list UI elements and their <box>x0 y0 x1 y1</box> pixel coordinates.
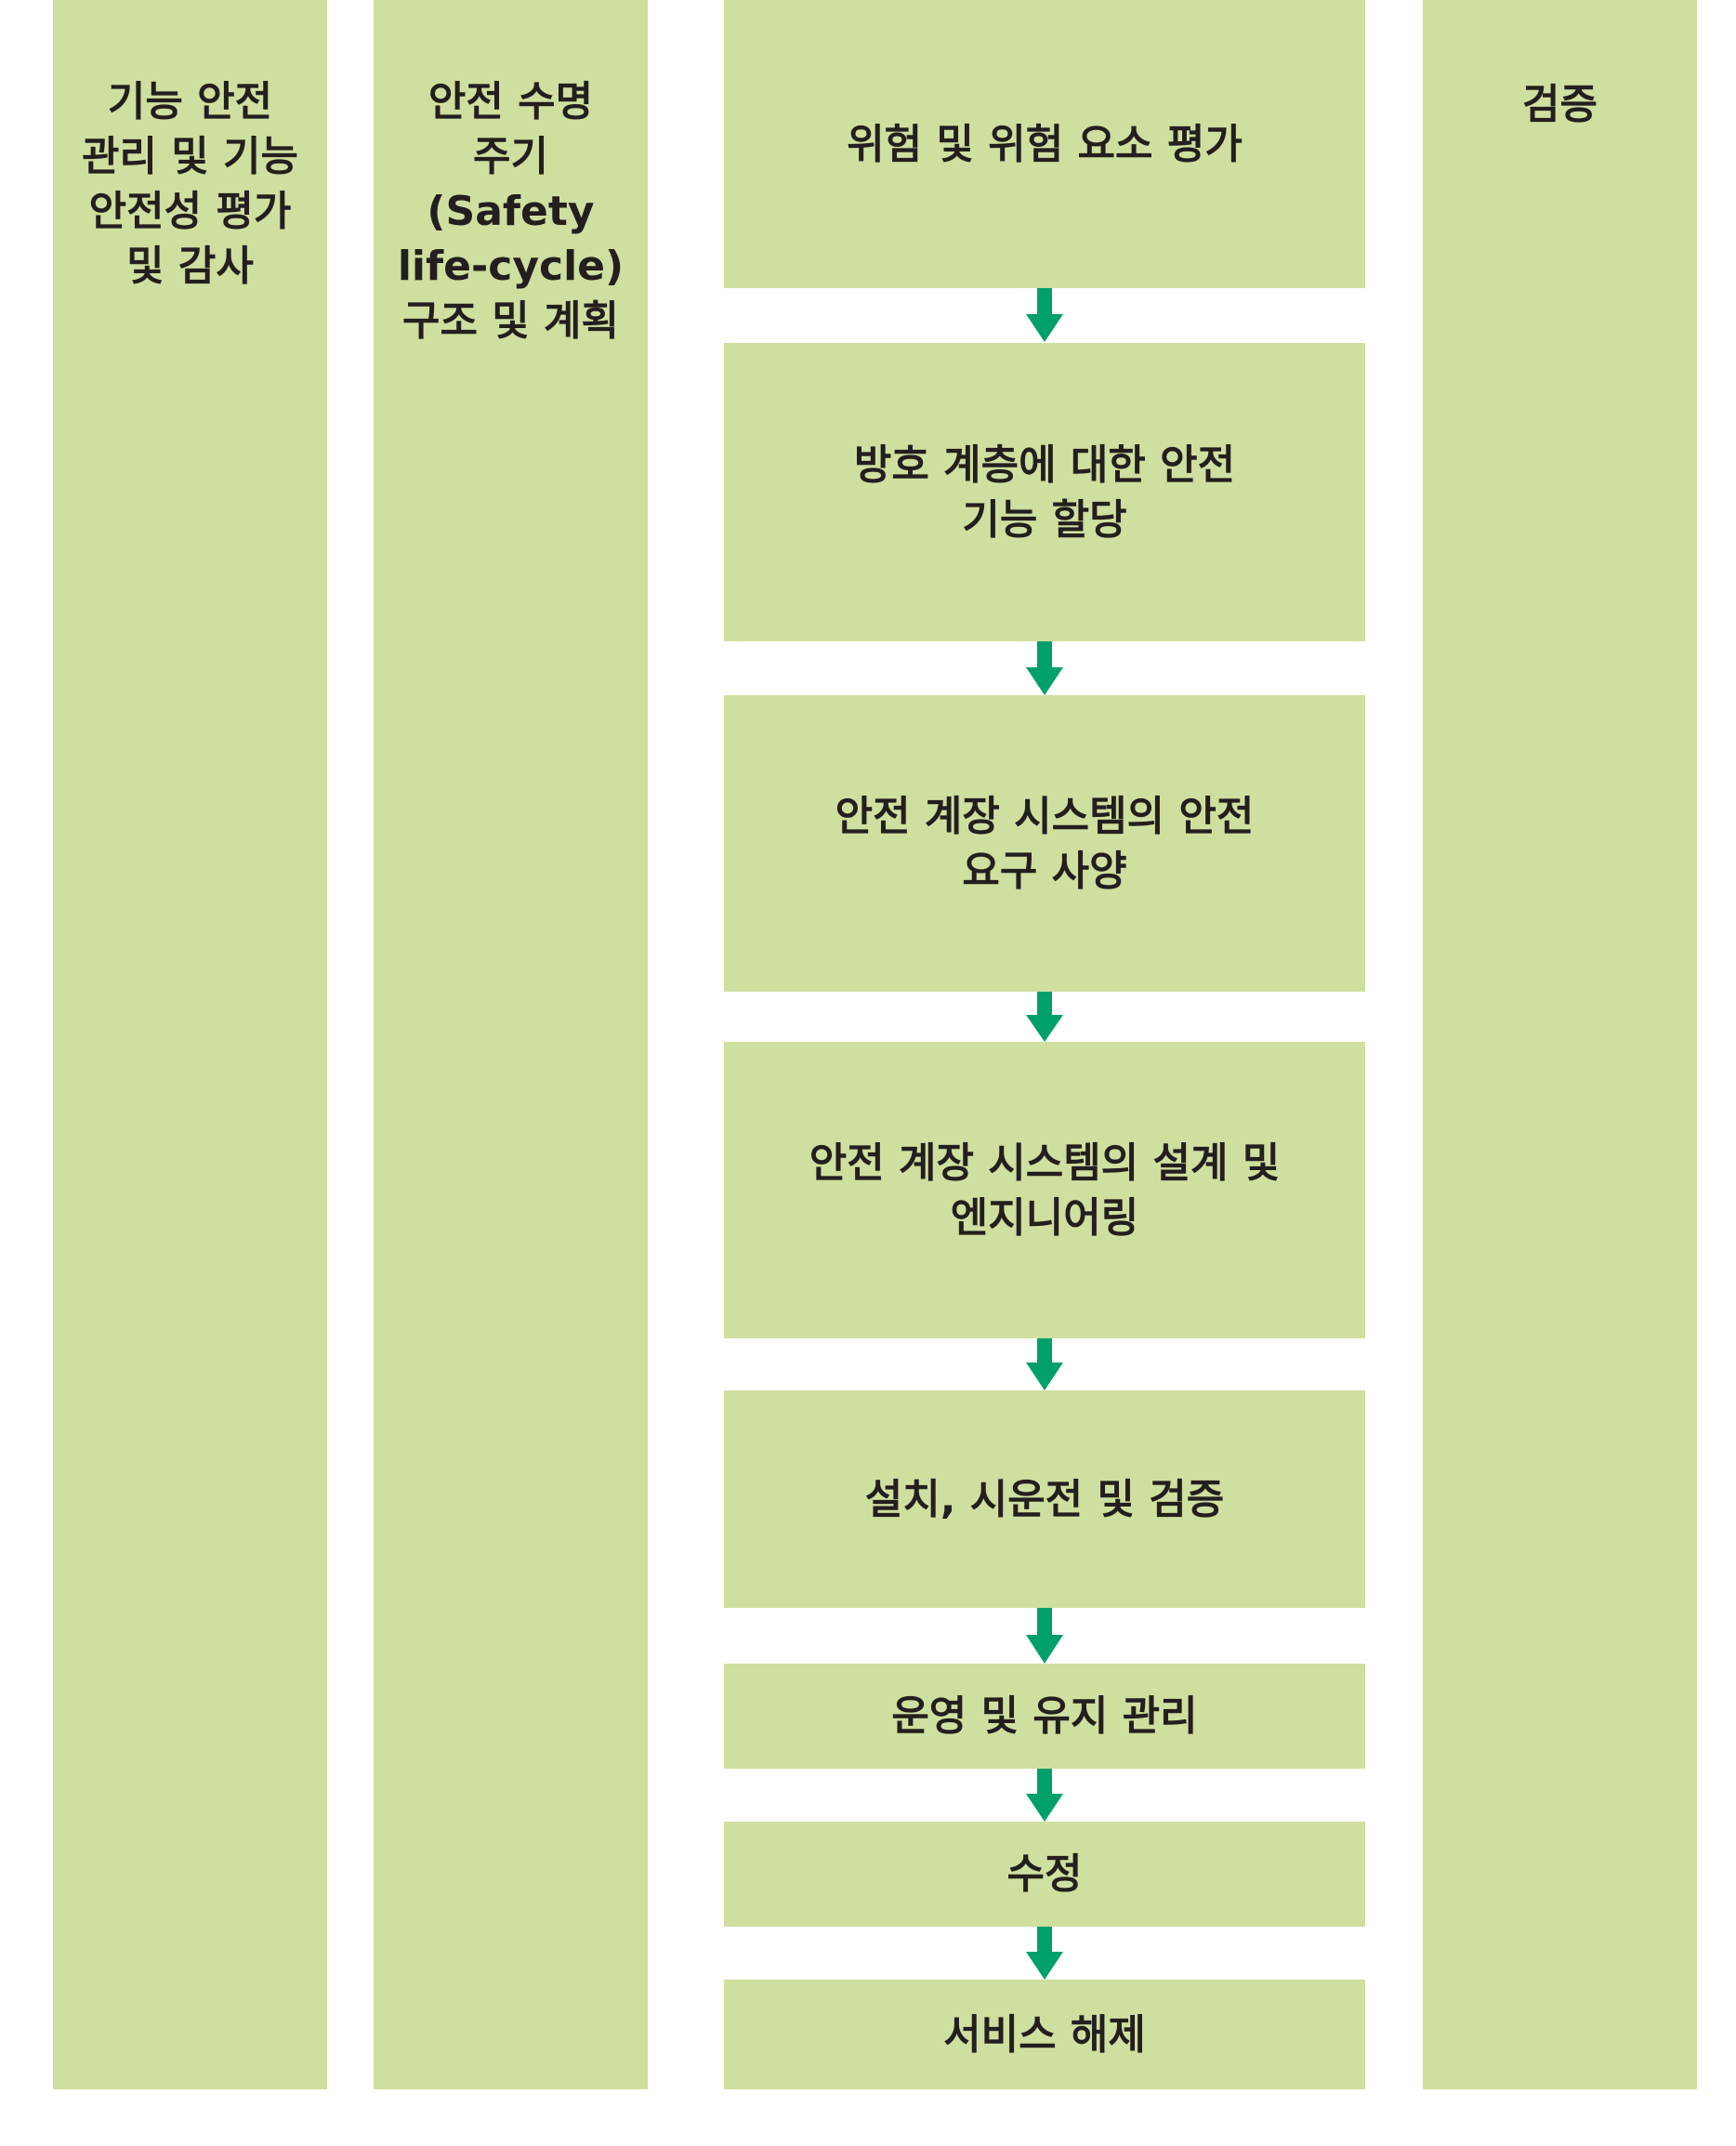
functional-safety-management-label: 기능 안전 관리 및 기능 안전성 평가 및 감사 <box>81 78 299 290</box>
step-modification: 수정 <box>724 1822 1365 1927</box>
step-label: 수정 <box>1006 1850 1083 1898</box>
step-operation-maintenance: 운영 및 유지 관리 <box>724 1664 1365 1769</box>
step-label: 서비스 해제 <box>943 2010 1146 2059</box>
down-arrow-icon <box>1026 1927 1063 1980</box>
down-arrow-icon <box>1026 1608 1063 1664</box>
down-arrow-icon <box>1026 288 1063 342</box>
step-safety-function-allocation: 방호 계층에 대한 안전 기능 할당 <box>724 343 1365 641</box>
step-label: 운영 및 유지 관리 <box>891 1692 1198 1740</box>
verification-label: 검증 <box>1522 81 1598 128</box>
down-arrow-icon <box>1026 992 1063 1042</box>
step-label: 방호 계층에 대한 안전 기능 할당 <box>853 441 1236 544</box>
functional-safety-management-column: 기능 안전 관리 및 기능 안전성 평가 및 감사 <box>53 0 327 2089</box>
safety-lifecycle-structure-column: 안전 수명 주기 (Safety life-cycle) 구조 및 계획 <box>374 0 648 2089</box>
verification-column: 검증 <box>1423 0 1697 2089</box>
down-arrow-icon <box>1026 641 1063 695</box>
step-label: 설치, 시운전 및 검증 <box>864 1475 1225 1523</box>
step-hazard-risk-assessment: 위험 및 위험 요소 평가 <box>724 0 1365 288</box>
down-arrow-icon <box>1026 1769 1063 1822</box>
step-label: 위험 및 위험 요소 평가 <box>847 120 1243 168</box>
step-label: 안전 계장 시스템의 설계 및 엔지니어링 <box>809 1139 1281 1242</box>
step-decommissioning: 서비스 해제 <box>724 1980 1365 2089</box>
step-label: 안전 계장 시스템의 안전 요구 사양 <box>835 792 1255 895</box>
down-arrow-icon <box>1026 1338 1063 1390</box>
step-sis-design-engineering: 안전 계장 시스템의 설계 및 엔지니어링 <box>724 1042 1365 1338</box>
step-installation-commissioning: 설치, 시운전 및 검증 <box>724 1390 1365 1608</box>
step-sis-safety-requirements: 안전 계장 시스템의 안전 요구 사양 <box>724 695 1365 992</box>
safety-lifecycle-structure-label: 안전 수명 주기 (Safety life-cycle) 구조 및 계획 <box>397 78 625 345</box>
